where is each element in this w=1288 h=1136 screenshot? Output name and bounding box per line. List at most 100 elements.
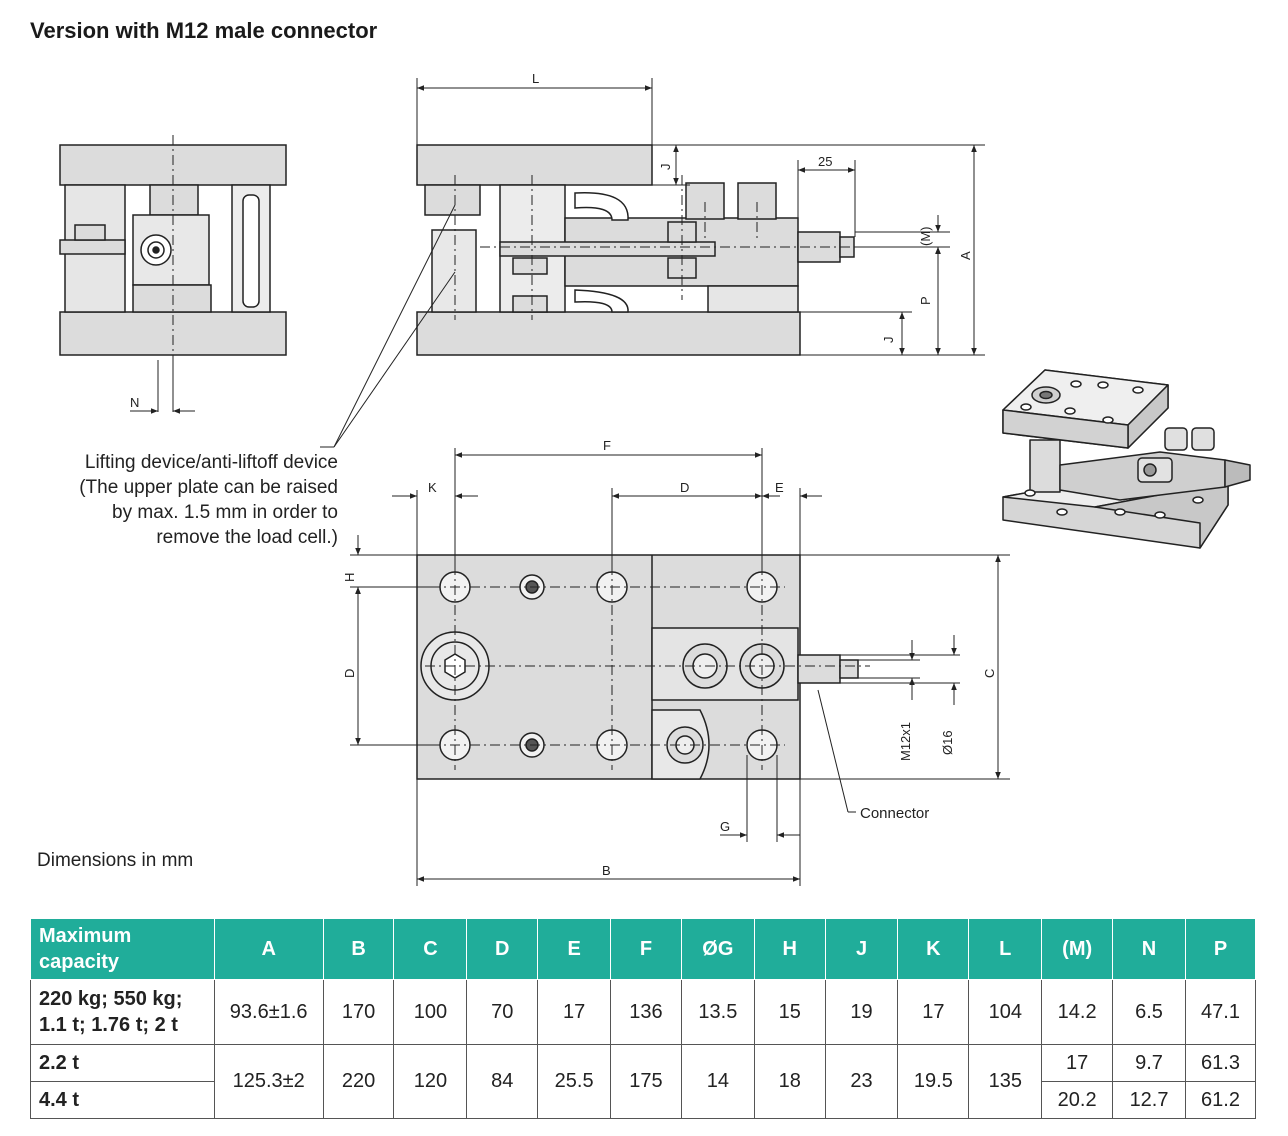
table-row: 4.4 t 20.2 12.7 61.2	[30, 1081, 1257, 1119]
dim-label-p: P	[918, 296, 933, 305]
note-line: (The upper plate can be raised	[79, 477, 338, 498]
header-cell: J	[824, 918, 899, 980]
table-cell: 17	[897, 979, 970, 1045]
dim-D-top	[611, 488, 762, 570]
header-cell: ØG	[680, 918, 755, 980]
header-capacity-line: Maximum	[39, 925, 132, 947]
header-capacity-line: capacity	[39, 951, 120, 973]
dimensions-table: Maximum capacity A B C D E F ØG H J K L …	[30, 918, 1257, 1119]
capacity-cell: 220 kg; 550 kg; 1.1 t; 1.76 t; 2 t	[30, 979, 215, 1045]
note-line: by max. 1.5 mm in order to	[112, 502, 338, 523]
table-cell: 70	[466, 979, 539, 1045]
table-cell: 12.7	[1112, 1081, 1186, 1119]
dim-J-bottom	[800, 311, 912, 355]
connector-leader	[817, 689, 856, 813]
dim-label-f: F	[603, 438, 611, 453]
capacity-line: 220 kg; 550 kg;	[39, 988, 183, 1010]
table-cell: 104	[968, 979, 1043, 1045]
table-cell: 6.5	[1112, 979, 1186, 1045]
note-line: remove the load cell.)	[156, 527, 338, 548]
table-cell: 135	[968, 1044, 1043, 1119]
dim-label-g: G	[720, 819, 730, 834]
dim-N	[130, 360, 195, 414]
dim-B	[416, 779, 801, 886]
table-cell: 19.5	[897, 1044, 970, 1119]
table-cell: 19	[824, 979, 899, 1045]
table-cell: 14	[680, 1044, 755, 1119]
header-cell: D	[466, 918, 539, 980]
dim-C	[800, 554, 1010, 780]
table-cell: 170	[322, 979, 395, 1045]
dim-label-m: (M)	[918, 227, 933, 247]
page-title: Version with M12 male connector	[30, 18, 378, 43]
dim-K	[392, 490, 478, 555]
header-cell: L	[968, 918, 1043, 980]
dim-A	[652, 144, 985, 356]
dim-label-c: C	[982, 669, 997, 678]
table-cell: 23	[824, 1044, 899, 1119]
table-cell: 25.5	[537, 1044, 612, 1119]
table-cell: 15	[753, 979, 826, 1045]
top-view	[416, 554, 859, 780]
table-cell: 13.5	[680, 979, 755, 1045]
isometric-view	[1002, 369, 1251, 549]
table-cell: 120	[393, 1044, 468, 1119]
table-cell: 47.1	[1184, 979, 1257, 1045]
capacity-cell: 2.2 t	[30, 1044, 215, 1082]
dimensions-note: Dimensions in mm	[37, 850, 194, 871]
dim-label-d-left: D	[342, 669, 357, 678]
note-line: Lifting device/anti-liftoff device	[84, 452, 338, 473]
connector-label: Connector	[860, 805, 929, 822]
table-row: 220 kg; 550 kg; 1.1 t; 1.76 t; 2 t 93.6±…	[30, 979, 1257, 1045]
dim-label-25: 25	[818, 154, 832, 169]
table-cell: 93.6±1.6	[213, 979, 324, 1045]
dim-E	[762, 488, 822, 555]
table-cell: 100	[393, 979, 468, 1045]
dim-label-h: H	[342, 573, 357, 582]
table-cell: 136	[610, 979, 682, 1045]
dim-label-k: K	[428, 480, 437, 495]
dim-label-l: L	[532, 71, 539, 86]
dim-label-b: B	[602, 863, 611, 878]
lifting-device-note: Lifting device/anti-liftoff device (The …	[20, 450, 338, 550]
table-cell: 20.2	[1041, 1081, 1114, 1119]
table-cell: 14.2	[1041, 979, 1114, 1045]
table-cell: 61.3	[1184, 1044, 1257, 1082]
table-cell: 125.3±2	[213, 1044, 324, 1119]
header-cell: N	[1112, 918, 1186, 980]
table-cell: 61.2	[1184, 1081, 1257, 1119]
header-cell: B	[322, 918, 395, 980]
dim-label-d16: Ø16	[940, 730, 955, 755]
dim-F	[454, 448, 763, 570]
dim-G	[720, 755, 800, 842]
dim-label-e: E	[775, 480, 784, 495]
technical-drawing: N L J	[59, 71, 1251, 886]
header-cell: F	[610, 918, 682, 980]
capacity-line: 1.1 t; 1.76 t; 2 t	[39, 1014, 178, 1036]
header-cell: A	[213, 918, 324, 980]
dim-label-m12x1: M12x1	[898, 722, 913, 761]
table-cell: 220	[322, 1044, 395, 1119]
dim-M-P	[855, 215, 950, 355]
table-cell: 175	[610, 1044, 682, 1119]
header-capacity: Maximum capacity	[30, 918, 215, 980]
table-cell: 84	[466, 1044, 539, 1119]
header-cell: (M)	[1041, 918, 1114, 980]
dim-label-a: A	[958, 251, 973, 260]
header-cell: C	[393, 918, 468, 980]
header-cell: P	[1184, 918, 1257, 980]
dim-25	[797, 160, 856, 237]
side-view	[59, 144, 287, 356]
front-view	[416, 144, 855, 356]
table-header-row: Maximum capacity A B C D E F ØG H J K L …	[30, 918, 1257, 980]
capacity-cell: 4.4 t	[30, 1081, 215, 1119]
table-cell: 17	[537, 979, 612, 1045]
table-row: 2.2 t 125.3±2 220 120 84 25.5 175 14 18 …	[30, 1044, 1257, 1119]
dim-D-left	[350, 587, 440, 746]
dim-label-j-top: J	[658, 164, 673, 171]
dim-label-d-top: D	[680, 480, 689, 495]
table-cell: 18	[753, 1044, 826, 1119]
table-cell: 9.7	[1112, 1044, 1186, 1082]
dim-M12-d16	[840, 635, 960, 705]
header-cell: K	[897, 918, 970, 980]
